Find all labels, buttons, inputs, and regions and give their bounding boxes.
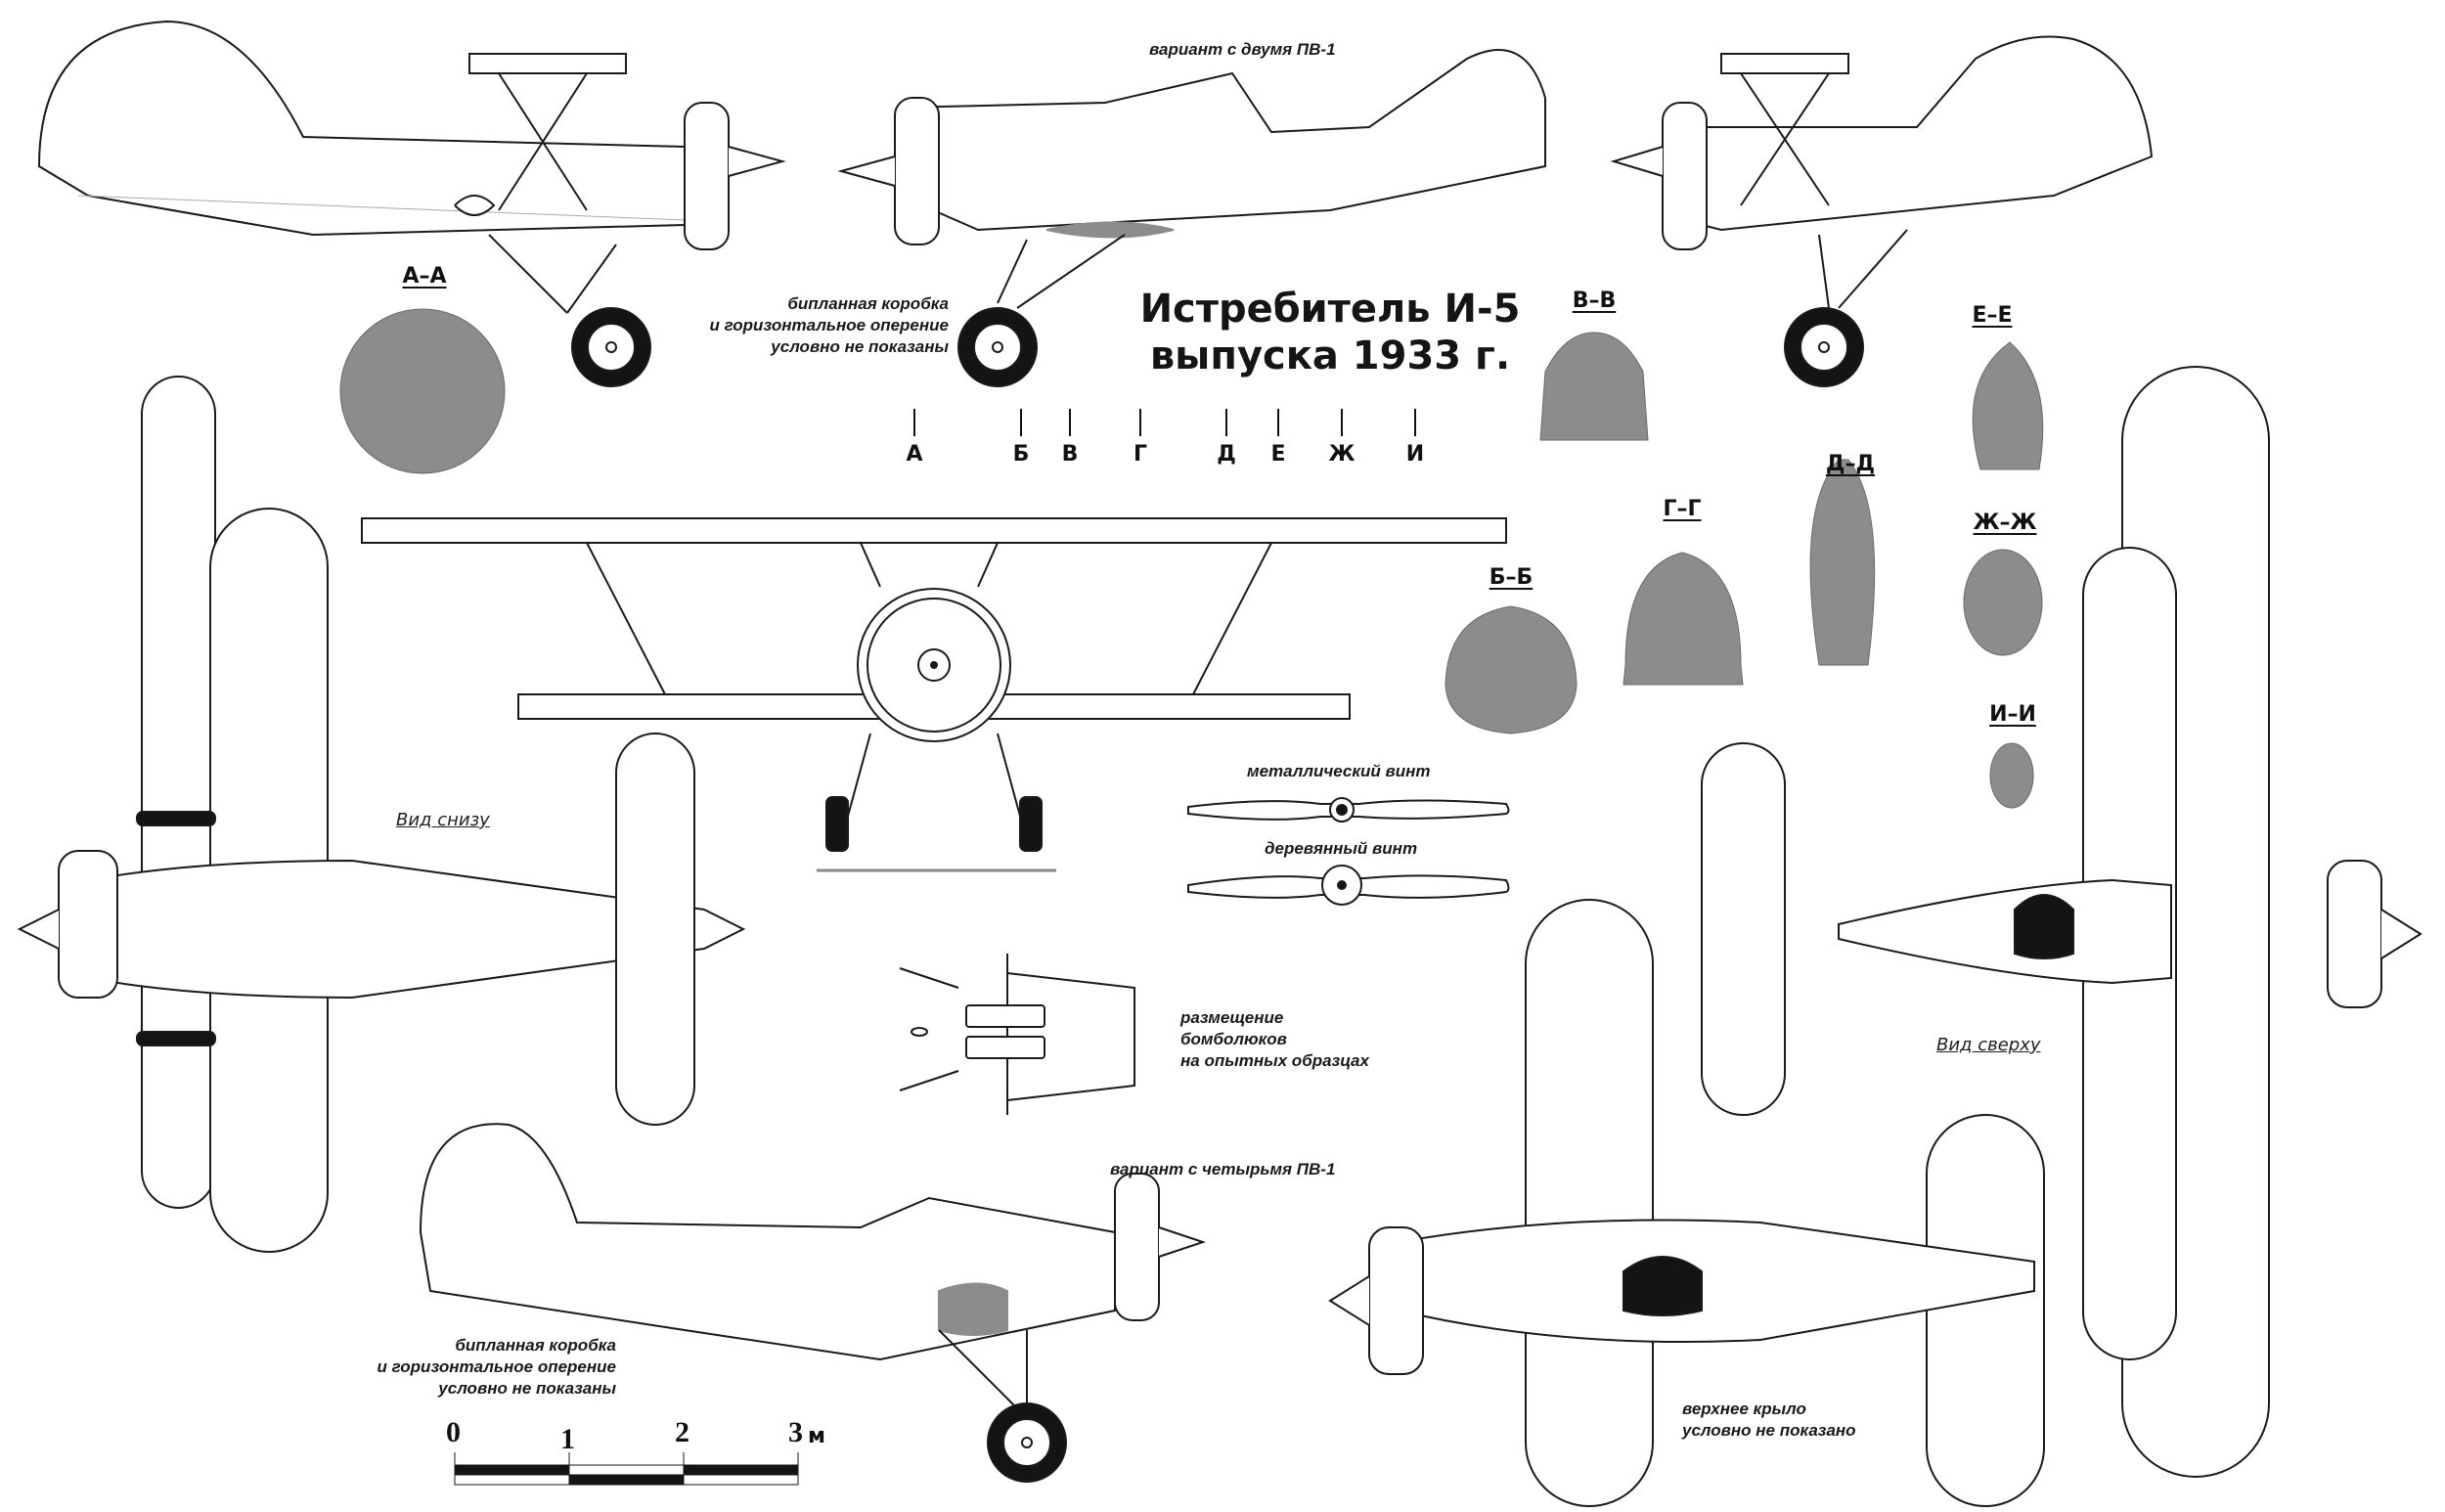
note-line: и горизонтальное оперение <box>377 1357 616 1376</box>
section-label-b: Б–Б <box>1489 565 1534 590</box>
section-shape-g <box>1623 552 1744 686</box>
drawing-title: Истребитель И-5 выпуска 1933 г. <box>1125 286 1535 379</box>
label-top-view: Вид сверху <box>1936 1035 2041 1055</box>
side-view-top-right <box>1610 35 2154 387</box>
section-shape-d <box>1809 459 1876 666</box>
note-biplane-box-top: бипланная коробка и горизонтальное опере… <box>655 293 949 358</box>
scale-unit: м <box>808 1424 825 1448</box>
front-view-center <box>361 517 1507 872</box>
label-bottom-view: Вид снизу <box>396 810 490 830</box>
station-tick <box>913 409 915 436</box>
note-line: условно не показаны <box>771 337 949 356</box>
note-upper-wing: верхнее крыло условно не показано <box>1682 1399 1856 1442</box>
propeller-drawings <box>1187 797 1510 906</box>
section-shape-v <box>1539 332 1649 441</box>
station-tick <box>1139 409 1141 436</box>
section-label-a: А–А <box>402 264 447 289</box>
bomb-bay-detail <box>899 954 1135 1115</box>
cross-sections <box>339 308 2044 809</box>
station-label: Д <box>1217 442 1236 467</box>
station-label: Ж <box>1328 442 1356 467</box>
caption-variant-two-pv1: вариант с двумя ПВ-1 <box>1149 40 1336 59</box>
section-label-zh: Ж–Ж <box>1973 511 2037 535</box>
top-view-bottom-center <box>1328 899 2045 1507</box>
side-view-bottom-left <box>419 1123 1207 1483</box>
top-view-right <box>1701 366 2423 1478</box>
section-shape-e <box>1972 341 2044 470</box>
note-line: размещение <box>1180 1008 1284 1027</box>
scale-tick-label: 0 <box>446 1416 461 1448</box>
section-shape-b <box>1445 605 1578 734</box>
scale-tick-label: 3 <box>788 1416 803 1448</box>
note-bomb-bay: размещение бомболюков на опытных образца… <box>1180 1007 1369 1072</box>
note-line: на опытных образцах <box>1180 1051 1369 1070</box>
scale-tick-label: 2 <box>675 1416 689 1448</box>
section-label-v: В–В <box>1572 289 1617 313</box>
section-shape-a <box>339 308 506 474</box>
section-label-i: И–И <box>1989 702 2036 727</box>
side-view-top-left <box>37 20 786 387</box>
title-line-2: выпуска 1933 г. <box>1149 334 1511 378</box>
station-label: Г <box>1133 442 1148 467</box>
scale-bar-graphic <box>454 1452 799 1486</box>
station-tick <box>1414 409 1416 436</box>
station-tick <box>1069 409 1071 436</box>
station-label: Е <box>1270 442 1286 467</box>
section-shape-i <box>1989 742 2034 809</box>
caption-metal-propeller: металлический винт <box>1247 762 1431 780</box>
caption-wooden-propeller: деревянный винт <box>1265 839 1418 858</box>
note-line: условно не показано <box>1682 1421 1856 1440</box>
section-shape-zh <box>1963 549 2043 656</box>
note-line: бипланная коробка <box>455 1336 616 1355</box>
station-tick <box>1277 409 1279 436</box>
side-view-top-middle <box>837 49 1546 387</box>
station-label: А <box>906 442 923 467</box>
station-label: В <box>1061 442 1079 467</box>
station-label: Б <box>1012 442 1030 467</box>
note-line: условно не показаны <box>438 1379 616 1398</box>
note-line: и горизонтальное оперение <box>709 316 949 334</box>
station-tick <box>1341 409 1343 436</box>
station-tick <box>1225 409 1227 436</box>
station-tick <box>1020 409 1022 436</box>
title-line-1: Истребитель И-5 <box>1139 287 1521 332</box>
section-label-e: Е–Е <box>1972 303 2013 328</box>
section-label-d: Д–Д <box>1825 452 1876 476</box>
note-biplane-box-bottom: бипланная коробка и горизонтальное опере… <box>323 1335 616 1400</box>
note-line: верхнее крыло <box>1682 1400 1806 1418</box>
section-label-g: Г–Г <box>1663 497 1702 521</box>
bottom-view-left <box>17 376 746 1253</box>
note-line: бомболюков <box>1180 1030 1287 1048</box>
station-label: И <box>1405 442 1425 467</box>
scale-tick-label: 1 <box>560 1423 575 1455</box>
note-line: бипланная коробка <box>787 294 949 313</box>
caption-variant-four-pv1: вариант с четырьмя ПВ-1 <box>1110 1160 1336 1178</box>
